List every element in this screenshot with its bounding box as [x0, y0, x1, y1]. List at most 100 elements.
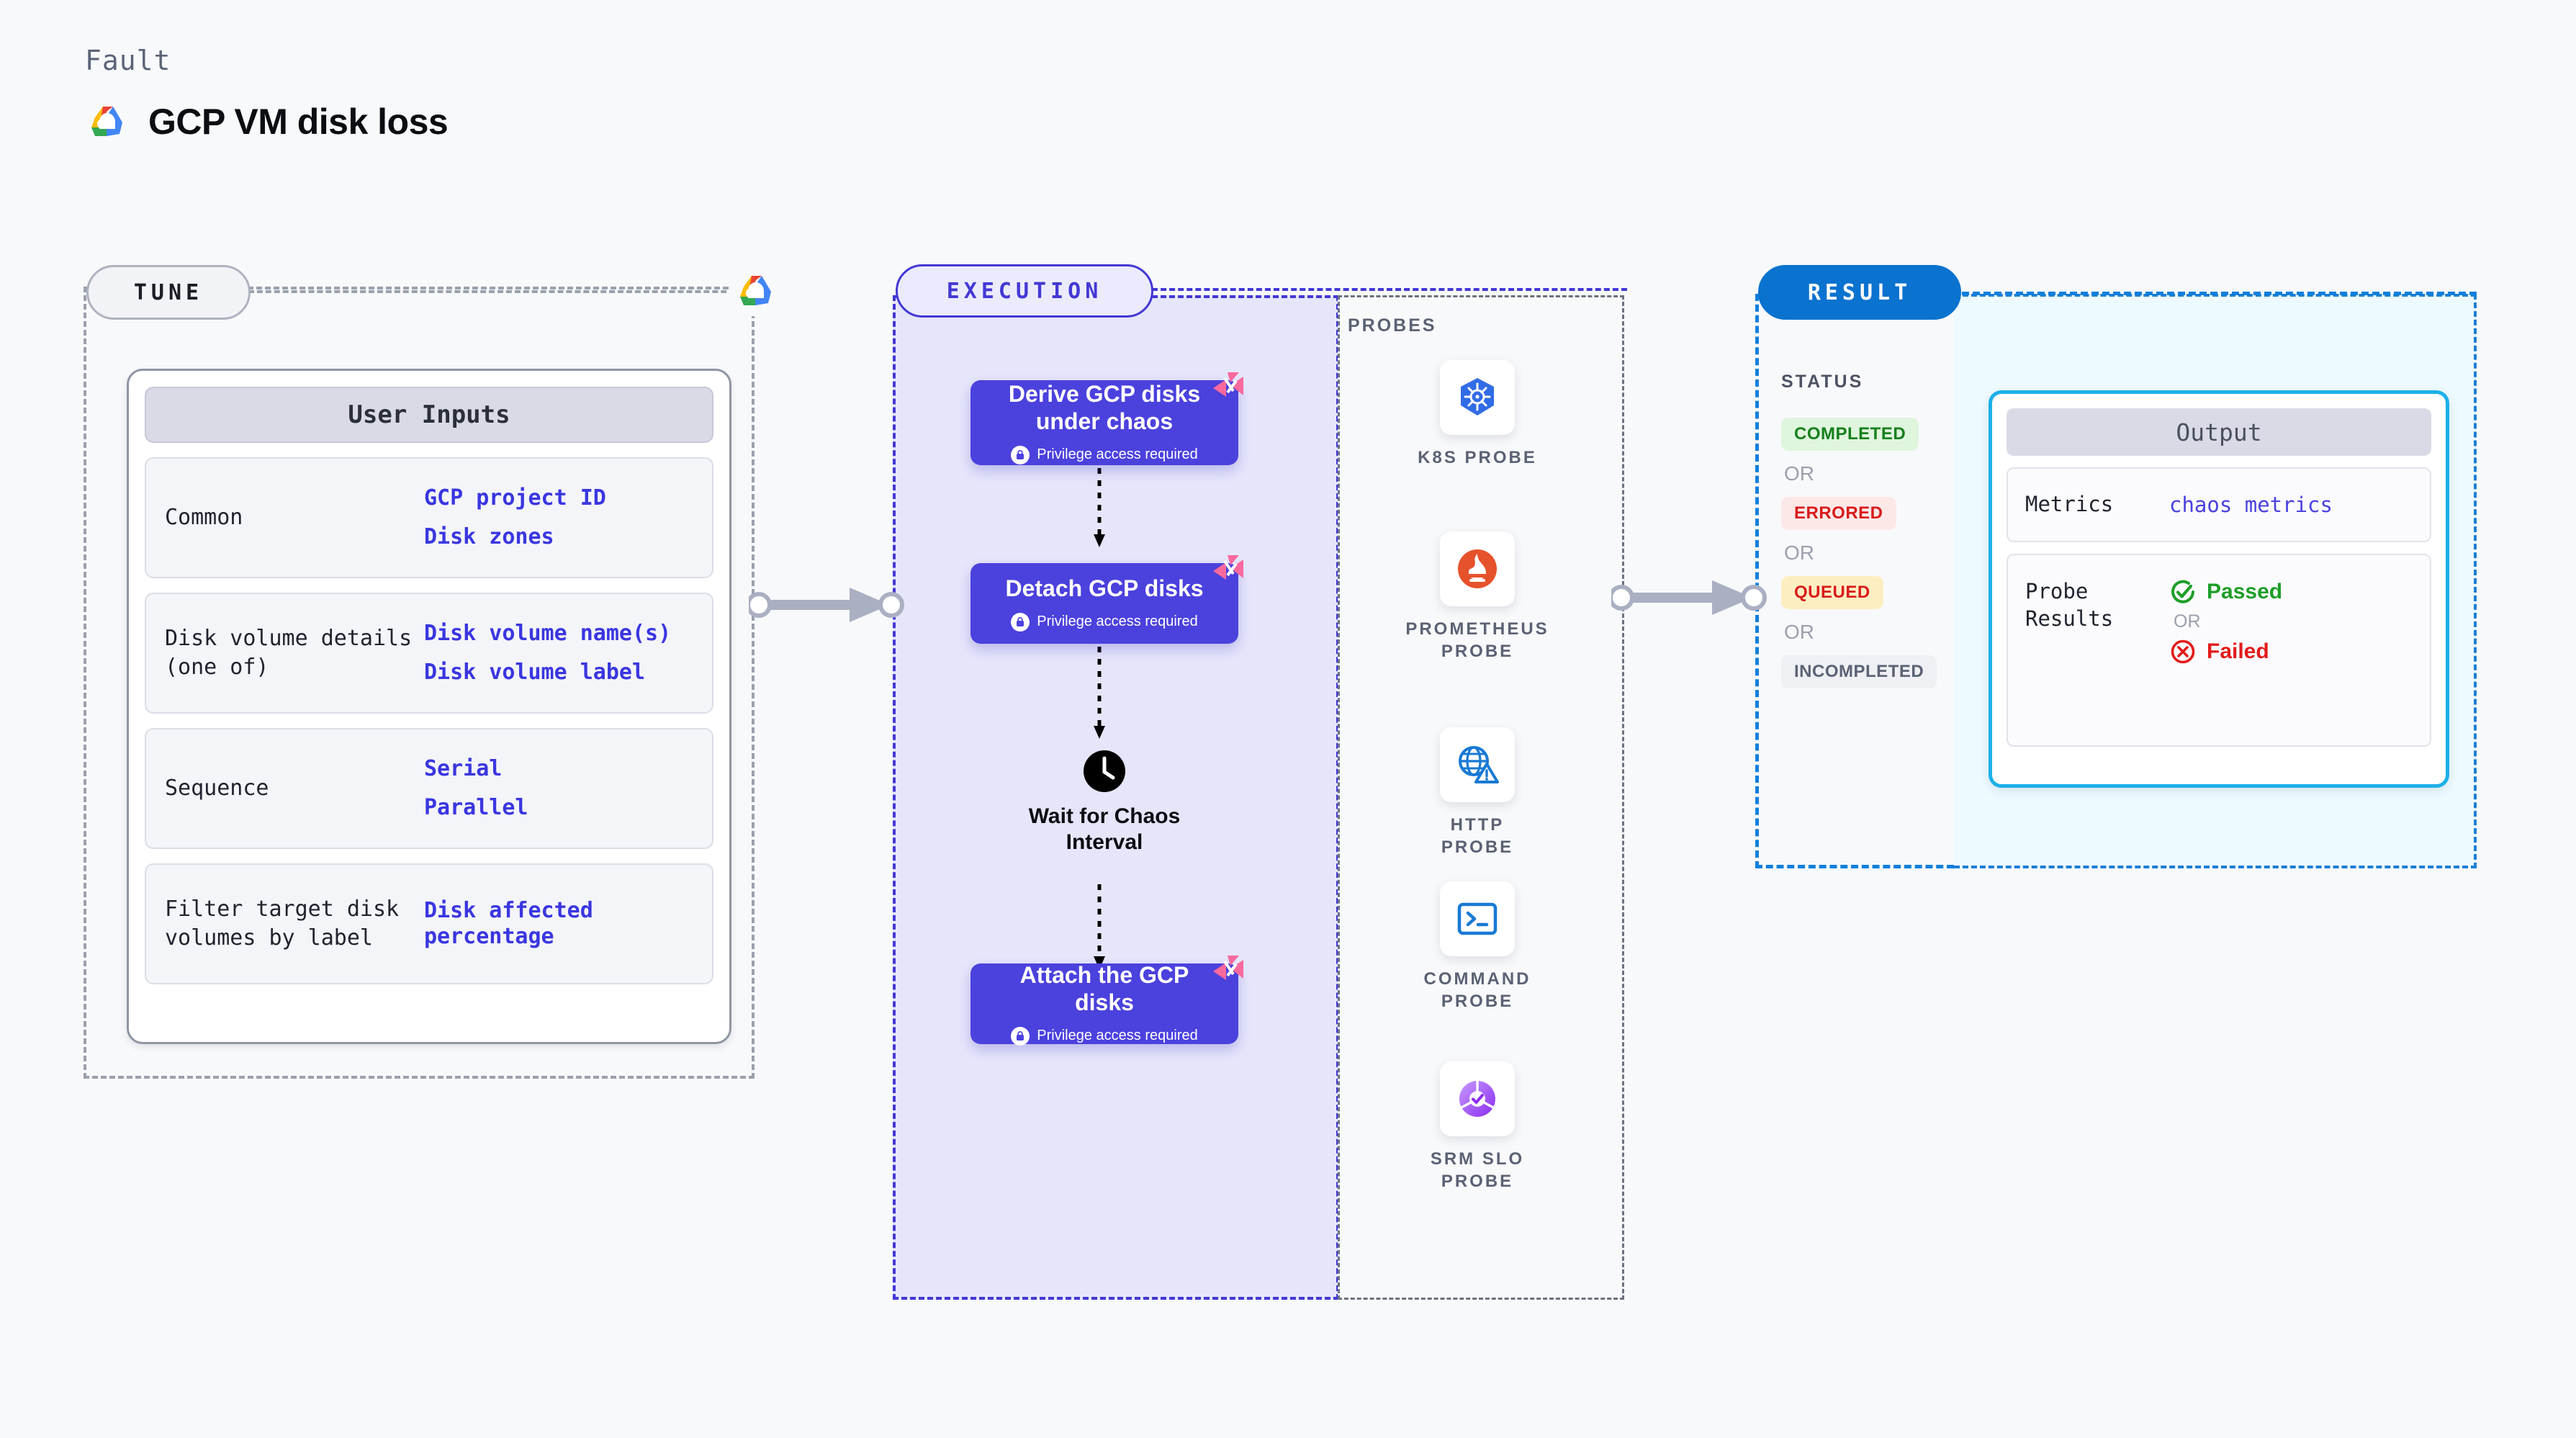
- user-input-value[interactable]: Serial: [424, 756, 503, 781]
- step-subtitle-row: Privilege access required: [1011, 612, 1198, 632]
- user-input-values: Serial Parallel: [424, 756, 528, 821]
- status-or-label: OR: [1784, 621, 1814, 643]
- result-pill[interactable]: RESULT: [1758, 265, 1961, 320]
- step-subtitle-row: Privilege access required: [1011, 1026, 1198, 1046]
- user-input-key: Disk volume details (one of): [165, 625, 413, 680]
- user-inputs-card: User Inputs Common GCP project ID Disk z…: [127, 369, 731, 1044]
- kubernetes-icon: [1440, 360, 1515, 435]
- probe-label: SRM SLO PROBE: [1430, 1149, 1525, 1192]
- step-subtitle-row: Privilege access required: [1011, 445, 1198, 464]
- x-circle-icon: [2171, 639, 2195, 664]
- status-badge-queued[interactable]: QUEUED: [1781, 576, 1883, 609]
- page-title: GCP VM disk loss: [148, 102, 449, 142]
- status-title: STATUS: [1781, 372, 1864, 392]
- probe-label: K8S PROBE: [1418, 448, 1537, 467]
- result-dashed-connector: [1951, 292, 2477, 295]
- output-card: Output Metrics chaos metrics Probe Resul…: [1989, 390, 2449, 788]
- probes-title: PROBES: [1348, 315, 1437, 336]
- probe-http[interactable]: HTTP PROBE: [1413, 727, 1542, 858]
- output-probe-results-key: Probe Results: [2025, 579, 2114, 631]
- step-subtitle: Privilege access required: [1037, 446, 1198, 463]
- wait-for-chaos-interval-node: Wait for Chaos Interval: [1006, 749, 1202, 855]
- user-input-row-filter-by-label[interactable]: Filter target disk volumes by label Disk…: [145, 863, 713, 984]
- execution-dashed-connector: [1152, 288, 1627, 291]
- user-input-key: Filter target disk volumes by label: [165, 896, 400, 951]
- probe-failed-label: Failed: [2207, 639, 2269, 663]
- execution-step-detach-gcp-disks[interactable]: Detach GCP disks Privilege access requir…: [970, 555, 1243, 644]
- output-heading: Output: [2007, 408, 2431, 456]
- probe-label: HTTP PROBE: [1441, 815, 1514, 858]
- user-input-value[interactable]: Disk volume name(s): [424, 621, 672, 646]
- output-row-probe-results[interactable]: Probe Results Passed OR Faile: [2007, 554, 2431, 747]
- connector-execution-to-result: [1608, 576, 1770, 622]
- probe-results-values: Passed OR Failed: [2169, 578, 2282, 665]
- wait-node-label: Wait for Chaos Interval: [1028, 804, 1181, 854]
- fault-eyebrow-label: Fault: [85, 45, 171, 76]
- user-input-values: Disk volume name(s) Disk volume label: [424, 621, 671, 686]
- http-globe-warning-icon: [1440, 727, 1515, 802]
- lock-icon: [1011, 612, 1030, 632]
- probe-passed-label: Passed: [2207, 580, 2283, 603]
- execution-step-attach-gcp-disks[interactable]: Attach the GCP disks Privilege access re…: [970, 956, 1243, 1046]
- user-input-value[interactable]: Parallel: [424, 795, 528, 820]
- fault-title-row: GCP VM disk loss: [85, 101, 449, 143]
- execution-pill-label: EXECUTION: [946, 278, 1103, 304]
- flow-arrow-3: [1091, 884, 1107, 974]
- probe-srm-slo[interactable]: SRM SLO PROBE: [1413, 1061, 1542, 1192]
- probe-result-failed: Failed: [2169, 638, 2282, 665]
- litmus-chaos-badge-icon: [1213, 372, 1243, 397]
- probe-result-passed: Passed: [2169, 578, 2282, 606]
- tune-panel: [84, 287, 755, 1079]
- litmus-chaos-badge-icon: [1213, 555, 1243, 580]
- srm-slo-icon: [1440, 1061, 1515, 1136]
- probe-k8s[interactable]: K8S PROBE: [1413, 360, 1542, 469]
- execution-pill[interactable]: EXECUTION: [896, 264, 1153, 318]
- probe-label: COMMAND PROBE: [1423, 969, 1531, 1012]
- status-badge-errored[interactable]: ERRORED: [1781, 497, 1896, 530]
- probe-prometheus[interactable]: PROMETHEUS PROBE: [1405, 531, 1547, 662]
- tune-gcp-logo-wrap: [729, 266, 783, 316]
- execution-step-derive-gcp-disks[interactable]: Derive GCP disks under chaos Privilege a…: [970, 372, 1243, 465]
- user-input-row-disk-volume-details[interactable]: Disk volume details (one of) Disk volume…: [145, 593, 713, 714]
- user-input-value[interactable]: Disk affected percentage: [424, 898, 593, 949]
- result-pill-label: RESULT: [1807, 279, 1912, 305]
- flow-arrow-2: [1091, 647, 1107, 743]
- litmus-chaos-badge-icon: [1213, 956, 1243, 980]
- gcp-logo-icon: [740, 276, 771, 305]
- prometheus-icon: [1440, 531, 1515, 606]
- clock-icon: [1084, 750, 1125, 792]
- step-subtitle: Privilege access required: [1037, 614, 1198, 630]
- check-circle-icon: [2171, 580, 2194, 603]
- tune-pill[interactable]: TUNE: [86, 265, 251, 320]
- terminal-icon: [1440, 881, 1515, 956]
- step-subtitle: Privilege access required: [1037, 1028, 1198, 1044]
- user-input-value[interactable]: Disk zones: [424, 524, 554, 549]
- probe-command[interactable]: COMMAND PROBE: [1413, 881, 1542, 1012]
- step-title: Attach the GCP disks: [1019, 962, 1189, 1015]
- step-title: Derive GCP disks under chaos: [1008, 381, 1201, 434]
- user-input-values: GCP project ID Disk zones: [424, 485, 606, 550]
- probe-label: PROMETHEUS PROBE: [1405, 619, 1549, 662]
- user-input-values: Disk affected percentage: [424, 898, 693, 950]
- tune-dashed-connector: [248, 290, 752, 293]
- probes-panel-divider: [1338, 295, 1340, 1300]
- user-input-value[interactable]: Disk volume label: [424, 660, 646, 685]
- output-metrics-key: Metrics: [2025, 492, 2114, 517]
- user-input-value[interactable]: GCP project ID: [424, 485, 606, 511]
- user-input-row-common[interactable]: Common GCP project ID Disk zones: [145, 457, 713, 578]
- lock-icon: [1011, 1026, 1030, 1046]
- user-input-row-sequence[interactable]: Sequence Serial Parallel: [145, 728, 713, 849]
- status-badge-incompleted[interactable]: INCOMPLETED: [1781, 655, 1937, 688]
- status-badge-completed[interactable]: COMPLETED: [1781, 418, 1919, 451]
- flow-arrow-1: [1091, 468, 1107, 552]
- status-list: COMPLETED OR ERRORED OR QUEUED OR INCOMP…: [1781, 418, 1937, 688]
- connector-tune-to-execution: [746, 583, 907, 629]
- step-title: Detach GCP disks: [1005, 575, 1204, 602]
- status-or-label: OR: [1784, 542, 1814, 564]
- output-row-metrics[interactable]: Metrics chaos metrics: [2007, 467, 2431, 542]
- status-or-label: OR: [1784, 462, 1814, 485]
- output-metrics-value[interactable]: chaos metrics: [2169, 493, 2333, 517]
- user-input-key: Common: [165, 504, 243, 530]
- probe-results-or-label: OR: [2174, 611, 2201, 632]
- user-inputs-heading: User Inputs: [145, 387, 713, 443]
